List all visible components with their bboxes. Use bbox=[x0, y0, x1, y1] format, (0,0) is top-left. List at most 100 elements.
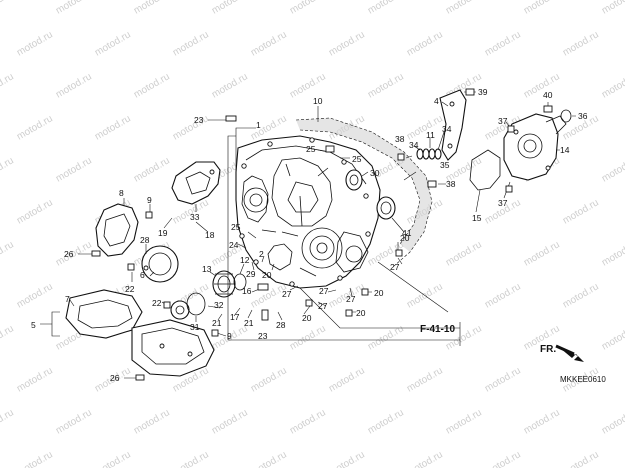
label-34-b: 34 bbox=[442, 124, 452, 134]
watermark-text: motod.ru bbox=[327, 29, 367, 58]
cover-gasket-10 bbox=[295, 117, 433, 267]
label-20-d: 20 bbox=[356, 308, 366, 318]
label-32: 32 bbox=[214, 300, 224, 310]
watermark-text: motod.ru bbox=[93, 113, 133, 142]
watermark-text: motod.ru bbox=[483, 449, 523, 468]
watermark-text: motod.ru bbox=[561, 449, 601, 468]
label-20-b: 20 bbox=[400, 233, 410, 243]
watermark-text: motod.ru bbox=[15, 365, 55, 394]
front-direction-arrow bbox=[555, 344, 584, 362]
guard-5-lower bbox=[131, 319, 215, 377]
watermark-text: motod.ru bbox=[0, 71, 16, 100]
label-28-a: 28 bbox=[140, 235, 150, 245]
label-1: 1 bbox=[256, 120, 261, 130]
label-9-bottom: 9 bbox=[227, 331, 232, 341]
label-2: 2 bbox=[259, 249, 264, 259]
watermark-text: motod.ru bbox=[288, 0, 328, 17]
label-4: 4 bbox=[434, 96, 439, 106]
watermark-text: motod.ru bbox=[171, 113, 211, 142]
watermark-text: motod.ru bbox=[132, 71, 172, 100]
plate-4 bbox=[439, 89, 467, 161]
label-31: 31 bbox=[190, 322, 200, 332]
label-10: 10 bbox=[313, 96, 323, 106]
watermark-text: motod.ru bbox=[600, 239, 625, 268]
label-11: 11 bbox=[426, 130, 435, 140]
label-7: 7 bbox=[65, 294, 70, 304]
label-16: 16 bbox=[242, 286, 252, 296]
label-5: 5 bbox=[31, 320, 36, 330]
watermark-text: motod.ru bbox=[522, 71, 562, 100]
label-20-c: 20 bbox=[374, 288, 384, 298]
watermark-text: motod.ru bbox=[15, 281, 55, 310]
watermark-text: motod.ru bbox=[405, 365, 445, 394]
label-37-a: 37 bbox=[498, 116, 508, 126]
bolts bbox=[91, 88, 553, 381]
watermark-text: motod.ru bbox=[15, 197, 55, 226]
watermark-text: motod.ru bbox=[561, 281, 601, 310]
watermark-text: motod.ru bbox=[171, 449, 211, 468]
watermark-text: motod.ru bbox=[210, 71, 250, 100]
watermark-text: motod.ru bbox=[561, 197, 601, 226]
label-20-e: 20 bbox=[302, 313, 312, 323]
label-25-b: 25 bbox=[352, 154, 362, 164]
watermark-text: motod.ru bbox=[249, 365, 289, 394]
guard-7 bbox=[65, 289, 143, 339]
watermark-text: motod.ru bbox=[288, 407, 328, 436]
watermark-text: motod.ru bbox=[366, 407, 406, 436]
watermark-text: motod.ru bbox=[15, 113, 55, 142]
label-38-b: 38 bbox=[446, 179, 456, 189]
watermark-text: motod.ru bbox=[405, 113, 445, 142]
watermark-text: motod.ru bbox=[0, 0, 16, 17]
label-17: 17 bbox=[230, 312, 240, 322]
label-26-b: 26 bbox=[110, 373, 120, 383]
cover-6 bbox=[141, 245, 179, 283]
label-35: 35 bbox=[440, 160, 450, 170]
watermark-text: motod.ru bbox=[15, 449, 55, 468]
watermark-text: motod.ru bbox=[132, 407, 172, 436]
label-29: 29 bbox=[246, 269, 256, 279]
watermark-text: motod.ru bbox=[0, 407, 16, 436]
watermark-text: motod.ru bbox=[54, 71, 94, 100]
watermark-text: motod.ru bbox=[210, 407, 250, 436]
oil-filter-13 bbox=[212, 270, 236, 298]
watermark-text: motod.ru bbox=[327, 449, 367, 468]
label-38-a: 38 bbox=[395, 134, 405, 144]
watermark-text: motod.ru bbox=[0, 155, 16, 184]
label-40: 40 bbox=[543, 90, 553, 100]
watermark-text: motod.ru bbox=[522, 239, 562, 268]
label-36: 36 bbox=[578, 111, 588, 121]
label-8: 8 bbox=[119, 188, 124, 198]
label-22-a: 22 bbox=[125, 284, 135, 294]
label-24: 24 bbox=[229, 240, 239, 250]
label-33: 33 bbox=[190, 212, 200, 222]
o-ring-31 bbox=[186, 292, 206, 316]
watermark-text: motod.ru bbox=[93, 449, 133, 468]
watermark-text: motod.ru bbox=[132, 0, 172, 17]
watermark-text: motod.ru bbox=[600, 407, 625, 436]
label-21-b: 21 bbox=[244, 318, 254, 328]
label-25-a: 25 bbox=[306, 144, 316, 154]
label-15: 15 bbox=[472, 213, 482, 223]
watermark-text: motod.ru bbox=[366, 0, 406, 17]
label-20-a: 20 bbox=[262, 270, 272, 280]
label-34-a: 34 bbox=[409, 140, 419, 150]
label-12: 12 bbox=[240, 255, 250, 265]
watermark-text: motod.ru bbox=[210, 0, 250, 17]
label-26-a: 26 bbox=[64, 249, 74, 259]
label-27-e: 27 bbox=[390, 262, 400, 272]
watermark-text: motod.ru bbox=[327, 365, 367, 394]
gasket-15 bbox=[469, 149, 501, 191]
gear-32 bbox=[170, 300, 190, 320]
drawing-code: MKKEE0610 bbox=[560, 375, 606, 384]
watermark-text: motod.ru bbox=[249, 29, 289, 58]
label-39: 39 bbox=[478, 87, 488, 97]
o-ring-36 bbox=[560, 109, 572, 123]
watermark-text: motod.ru bbox=[132, 155, 172, 184]
watermark-text: motod.ru bbox=[522, 407, 562, 436]
seal-stack-11-34-35 bbox=[416, 148, 442, 160]
label-6: 6 bbox=[140, 270, 145, 280]
watermark-text: motod.ru bbox=[405, 29, 445, 58]
bracket-5 bbox=[40, 311, 60, 337]
